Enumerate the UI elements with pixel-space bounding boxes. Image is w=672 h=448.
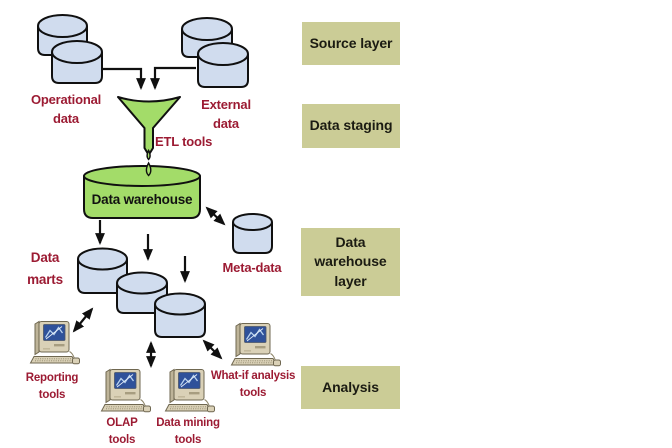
data-mining-tools-label: Data mining tools [156,417,220,446]
whatif-computer-icon [230,322,282,367]
operational-data-cylinders [37,14,103,84]
cylinder-top [197,42,249,66]
layer-box-source: Source layer [302,22,400,65]
layer-box-analysis: Analysis [301,366,400,409]
data-mining-computer-icon [164,368,216,413]
cylinder-top [154,292,206,316]
arrow-warehouse-metadata [205,206,226,226]
layer-box-warehouse-layer: Data warehouse layer [301,228,400,296]
external-data-label: External data [201,97,251,132]
layer-box-source-label: Source layer [309,34,393,51]
data-marts-label: Data marts [27,250,63,288]
cylinder-top [83,165,201,187]
arrow-marts-whatif [202,339,223,360]
arrow-marts-reporting [72,307,94,333]
olap-computer-icon [100,368,152,413]
reporting-computer-icon [29,320,81,365]
etl-tools-label: ETL tools [155,134,213,149]
olap-tools-label: OLAP tools [106,417,138,446]
metadata-cylinder [232,213,273,254]
reporting-tools-label: Reporting tools [25,372,79,401]
cylinder-top [77,247,128,271]
whatif-tools-label: What-if analysis tools [210,370,296,399]
layer-box-analysis-label: Analysis [322,378,379,395]
external-data-cylinders [181,17,249,88]
etl-drop-icon [146,148,151,161]
operational-data-label: Operational data [30,92,102,127]
data-mart-cylinders [77,247,206,338]
cylinder-top [37,14,88,38]
arrow-operational-to-etl [103,67,146,90]
metadata-label: Meta-data [222,260,282,275]
arrow-external-to-etl [150,66,196,90]
layer-box-warehouse-layer-label: Data warehouse layer [314,234,387,289]
data-warehouse-label: Data warehouse [91,192,193,207]
cylinder-top [181,17,233,41]
etl-drop-icon [145,161,152,177]
data-warehouse-cylinder [83,165,201,219]
layer-box-data-staging-label: Data staging [309,117,393,134]
cylinder-body [83,176,201,219]
cylinder-top [116,271,168,295]
cylinder-top [51,40,103,64]
layer-box-data-staging: Data staging [302,104,400,148]
cylinder-top [232,213,273,231]
